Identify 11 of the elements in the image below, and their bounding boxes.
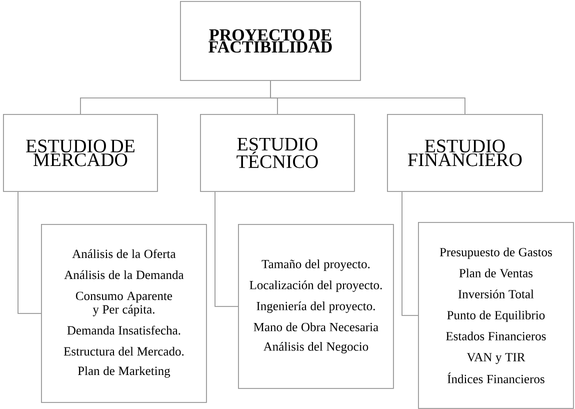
item-list-box: Tamaño del proyecto. Localización del proyecto. Ingeniería del proyecto. Mano de Obra Necesaria Análisis del Negocio <box>238 224 394 389</box>
root-box: PROYECTO DE FACTIBILIDAD <box>180 1 361 81</box>
connector-line <box>270 80 466 114</box>
connector-line <box>402 191 418 316</box>
item-list-box: Análisis de la Oferta Análisis de la Demanda Consumo Aparente y Per cápita. Demanda Insatisfecha. Estructura del Mercado. Plan de Marketing <box>41 224 207 403</box>
category-box: ESTUDIO DE MERCADO <box>3 114 158 192</box>
connector-line <box>18 191 42 314</box>
category-box: ESTUDIO TÉCNICO <box>200 114 355 192</box>
item-list-box: Presupuesto de Gastos Plan de Ventas Inversión Total Punto de Equilibrio Estados Financieros VAN y TIR Índices Financieros <box>418 222 574 409</box>
connector-line <box>214 191 238 307</box>
category-box: ESTUDIO FINANCIERO <box>387 114 543 192</box>
